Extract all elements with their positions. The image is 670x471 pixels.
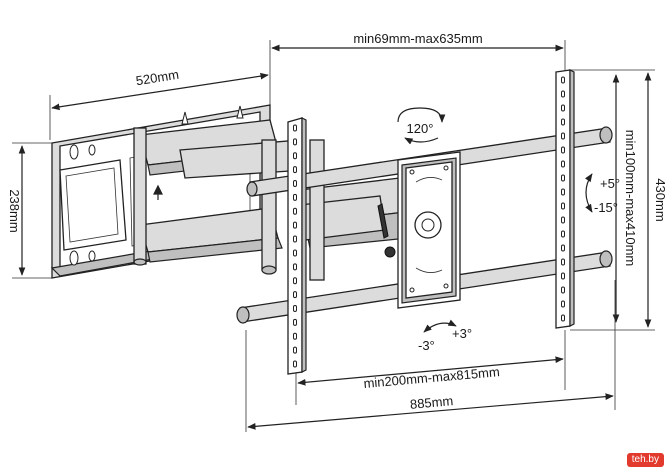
- upright-slot: [293, 263, 297, 271]
- upright-slot: [293, 360, 297, 368]
- upright-slot: [293, 277, 297, 285]
- swivel-indicator: [397, 107, 446, 145]
- upright-slot: [561, 160, 565, 168]
- upright-slot: [561, 132, 565, 140]
- upright-slot: [293, 304, 297, 312]
- vesa-range-line: [297, 356, 564, 386]
- upright-slot: [293, 207, 297, 215]
- vertical-range-label: min100mm-max410mm: [623, 130, 638, 267]
- upright-slot: [293, 166, 297, 174]
- total-height-label: 430mm: [653, 178, 668, 221]
- watermark-badge: teh.by: [626, 453, 664, 467]
- upright-slot: [293, 124, 297, 132]
- upright-slot: [561, 76, 565, 84]
- upright-slot: [293, 180, 297, 188]
- upright-slot: [293, 291, 297, 299]
- total-width-label: 885mm: [409, 393, 454, 412]
- upright-slot: [561, 174, 565, 182]
- level-indicator: [423, 319, 457, 333]
- upright-slot: [561, 146, 565, 154]
- horizontal-range-label: min69mm-max635mm: [353, 31, 482, 46]
- upright-slot: [293, 346, 297, 354]
- upright-slot: [293, 193, 297, 201]
- upright-slot: [293, 318, 297, 326]
- arm-extension-label: 520mm: [135, 67, 180, 89]
- tilt-indicator: [585, 173, 593, 213]
- upright-slot: [561, 202, 565, 210]
- right-upright-holes: [561, 76, 565, 322]
- upright-slot: [561, 90, 565, 98]
- upright-slot: [561, 300, 565, 308]
- tilt-down-label: -15°: [594, 200, 618, 215]
- tilt-up-label: +5°: [600, 176, 620, 191]
- level-plus-label: +3°: [452, 326, 472, 341]
- upright-slot: [561, 118, 565, 126]
- upright-slot: [561, 244, 565, 252]
- upright-slot: [561, 188, 565, 196]
- upright-slot: [293, 235, 297, 243]
- total-width-line: [247, 393, 614, 430]
- upright-slot: [293, 152, 297, 160]
- upright-slot: [561, 230, 565, 238]
- upright-slot: [561, 216, 565, 224]
- upright-slot: [561, 272, 565, 280]
- swivel-label: 120°: [407, 121, 434, 136]
- tv-bracket: [236, 69, 613, 375]
- upright-slot: [561, 286, 565, 294]
- upright-slot: [561, 104, 565, 112]
- upright-slot: [293, 221, 297, 229]
- level-minus-label: -3°: [418, 338, 435, 353]
- upright-slot: [293, 138, 297, 146]
- arm-extension-line: [51, 72, 269, 111]
- upright-slot: [561, 314, 565, 322]
- upright-slot: [293, 332, 297, 340]
- upright-slot: [293, 249, 297, 257]
- vesa-range-label: min200mm-max815mm: [363, 364, 500, 391]
- upright-slot: [561, 258, 565, 266]
- left-upright-holes: [293, 124, 297, 368]
- wall-plate-height-label: 238mm: [7, 189, 22, 232]
